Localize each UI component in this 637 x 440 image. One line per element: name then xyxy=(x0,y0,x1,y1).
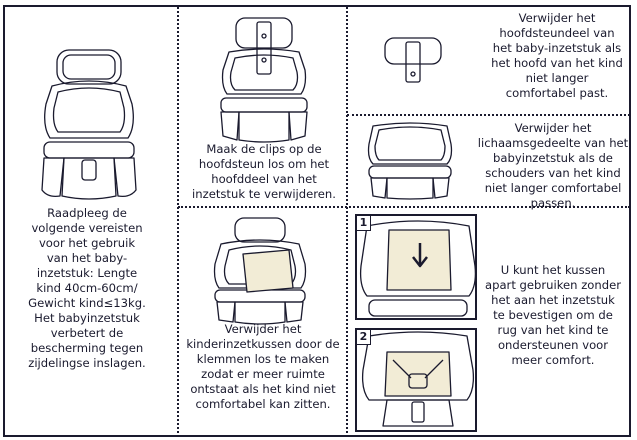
step-1-label: 1 xyxy=(357,216,371,231)
arrow-down-icon xyxy=(411,242,429,268)
cushion-illustration xyxy=(357,216,477,320)
left-panel-text: Raadpleeg de volgende vereisten voor het… xyxy=(27,206,147,371)
baby-insert-illustration xyxy=(24,46,154,206)
headrest-clip-illustration xyxy=(209,14,319,144)
cushion-removal-illustration xyxy=(205,216,315,326)
right-bottom-text: U kunt het kussen apart gebruiken zonder… xyxy=(484,263,622,368)
headrest-illustration xyxy=(383,36,443,86)
cushion-in-seat-illustration xyxy=(357,330,477,432)
step-2-box: 2 xyxy=(355,328,477,432)
mid-top-text: Maak de clips op de hoofdsteun los om he… xyxy=(186,142,342,202)
step-1-box: 1 xyxy=(355,214,477,320)
body-part-illustration xyxy=(365,120,455,200)
divider-right-top xyxy=(347,114,630,116)
divider-left xyxy=(177,7,179,437)
step-2-label: 2 xyxy=(357,330,371,345)
right-top-text: Verwijder het hoofdsteundeel van het bab… xyxy=(489,11,625,101)
mid-bottom-text: Verwijder het kinderinzetkussen door de … xyxy=(180,322,346,412)
divider-right xyxy=(346,7,348,437)
right-mid-text: Verwijder het lichaamsgedeelte van het b… xyxy=(476,121,630,211)
